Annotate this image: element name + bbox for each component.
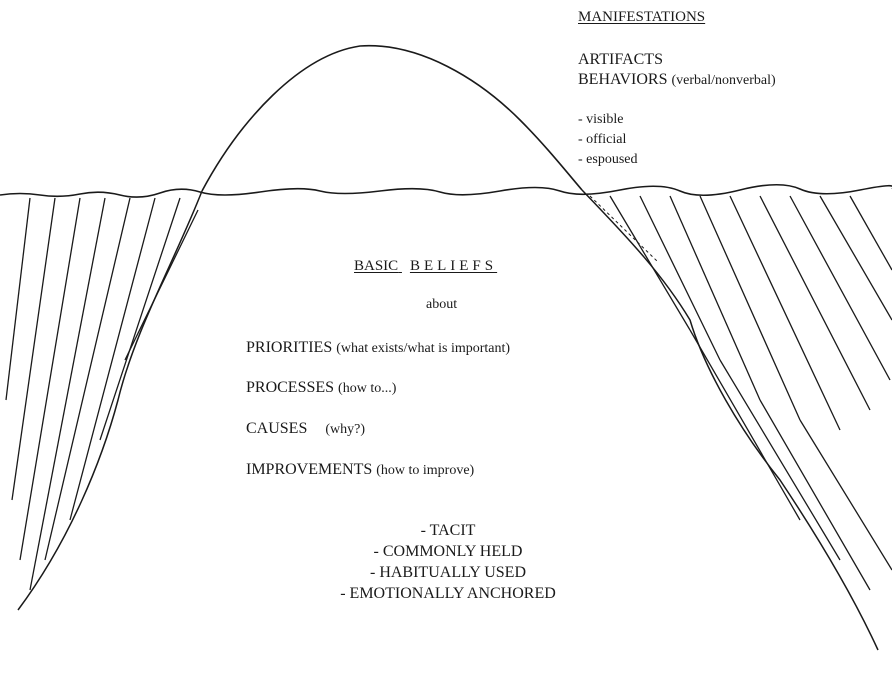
- iceberg-right-dashed-edge: [589, 195, 659, 263]
- hatch-line-right: [699, 195, 801, 421]
- hatch-line-right: [799, 419, 892, 571]
- basic-beliefs-heading-word1: BASIC: [354, 258, 399, 274]
- category-processes: PROCESSES (how to...): [246, 380, 396, 396]
- category-causes-note: (why?): [325, 422, 366, 437]
- category-improvements-note: (how to improve): [376, 463, 475, 478]
- hatch-line-left: [11, 197, 56, 501]
- category-priorities: PRIORITIES (what exists/what is importan…: [246, 340, 510, 356]
- iceberg-tip-outline: [201, 44, 583, 192]
- category-causes: CAUSES (why?): [246, 421, 365, 437]
- manifestation-trait-visible: - visible: [578, 112, 624, 127]
- category-improvements-label: IMPROVEMENTS: [246, 461, 373, 478]
- hatch-line-right: [759, 195, 871, 411]
- hatch-line-right: [789, 195, 891, 381]
- hatch-line-left: [19, 197, 81, 561]
- water-hatching-left: [5, 197, 199, 591]
- basic-beliefs-heading-word2: BELIEFS: [409, 258, 498, 274]
- hatch-line-right: [639, 195, 721, 361]
- hatch-line-right: [689, 329, 801, 521]
- behaviors-line: BEHAVIORS (verbal/nonverbal): [578, 72, 776, 88]
- water-surface-line: [0, 183, 892, 198]
- hatch-line-right: [609, 195, 691, 331]
- hatch-line-left: [29, 197, 106, 591]
- hatch-line-right: [729, 195, 841, 431]
- hatch-line-right: [819, 195, 892, 321]
- manifestation-trait-espoused: - espoused: [578, 152, 638, 167]
- water-hatching-right: [609, 195, 892, 591]
- basic-beliefs-heading: BASIC BELIEFS: [354, 259, 497, 274]
- iceberg-body-left-edge: [17, 190, 203, 611]
- artifacts-label: ARTIFACTS: [578, 51, 663, 68]
- category-improvements: IMPROVEMENTS (how to improve): [246, 462, 474, 478]
- category-processes-label: PROCESSES: [246, 379, 335, 396]
- belief-trait-emotionally-anchored: - EMOTIONALLY ANCHORED: [340, 585, 556, 602]
- belief-trait-habitually-used: - HABITUALLY USED: [369, 564, 527, 581]
- manifestations-heading: MANIFESTATIONS: [578, 9, 706, 25]
- about-label: about: [426, 297, 458, 312]
- category-priorities-label: PRIORITIES: [246, 339, 333, 356]
- category-priorities-note: (what exists/what is important): [336, 341, 511, 356]
- behaviors-note: (verbal/nonverbal): [671, 73, 776, 88]
- category-processes-note: (how to...): [338, 381, 397, 396]
- hatch-line-left: [69, 197, 156, 521]
- iceberg-body-right-edge: [581, 189, 879, 651]
- category-causes-label: CAUSES: [246, 420, 308, 437]
- hatch-line-right: [719, 359, 841, 561]
- hatch-line-right: [849, 195, 892, 271]
- hatch-line-left: [5, 197, 31, 401]
- hatch-line-right: [669, 195, 761, 401]
- belief-trait-tacit: - TACIT: [420, 522, 476, 539]
- behaviors-label: BEHAVIORS: [578, 71, 668, 88]
- hatch-line-right: [759, 399, 871, 591]
- hatch-line-left: [44, 197, 131, 561]
- hatch-line-left: [99, 197, 181, 441]
- belief-trait-commonly-held: - COMMONLY HELD: [373, 543, 523, 560]
- manifestation-trait-official: - official: [578, 132, 627, 147]
